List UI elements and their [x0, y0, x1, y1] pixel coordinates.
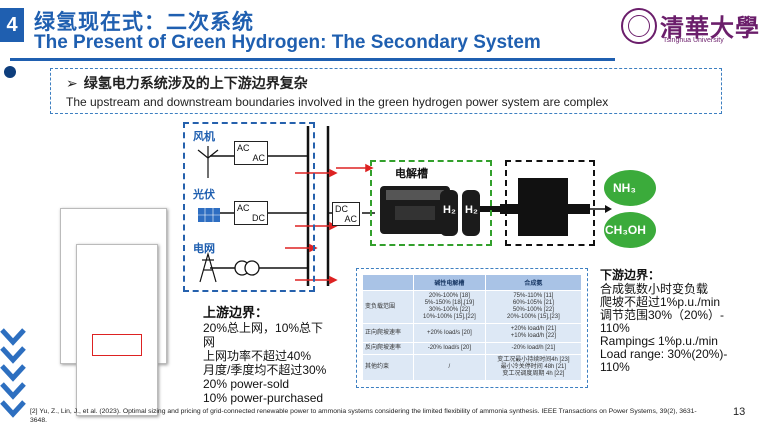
table-row: 变负载范围 20%-100% [18] 5%-150% [18],[19] 30…: [363, 291, 582, 324]
highlight-box: [92, 334, 142, 356]
title-underline: [10, 58, 615, 61]
electrolyzer-frame: [370, 160, 492, 246]
comparison-table: 碱性电解槽 合成氨 变负载范围 20%-100% [18] 5%-150% [1…: [362, 274, 582, 381]
decorative-chevrons-icon: [0, 300, 26, 428]
table-header: 碱性电解槽: [414, 275, 486, 291]
university-seal-inner-icon: [628, 15, 650, 37]
electrolyzer-converter-ac: AC: [344, 214, 357, 224]
underline-dot: [4, 66, 16, 78]
h2-label-1: H₂: [443, 204, 456, 216]
h2-label-2: H₂: [465, 204, 478, 216]
wind-converter-ac: AC: [237, 143, 250, 153]
table-cell: +20% load/s [20]: [414, 324, 486, 343]
callout-arrow-icon: ➢: [66, 75, 78, 91]
table-cell: 20%-100% [18] 5%-150% [18],[19] 30%-100%…: [414, 291, 486, 324]
upstream-line: 月度/季度均不超过30%: [203, 363, 331, 377]
callout-heading: ➢ 绿氢电力系统涉及的上下游边界复杂: [66, 73, 308, 93]
table-row: 其他约束 / 变工况最小持续时间4h [23] 最小冷关停时间 48h [21]…: [363, 355, 582, 381]
page-number: 13: [733, 406, 745, 418]
downstream-title: 下游边界：: [600, 266, 760, 283]
downstream-boundary: 下游边界： 合成氨数小时变负载 爬坡不超过1%p.u./min 调节范围30%（…: [600, 266, 760, 396]
solar-converter: AC DC: [234, 201, 268, 225]
upstream-title: 上游边界：: [203, 302, 331, 321]
downstream-line: 110%: [600, 361, 760, 374]
ch3oh-label: CH₃OH: [605, 223, 646, 237]
table-header-row: 碱性电解槽 合成氨: [363, 275, 582, 291]
table-row: 反向爬坡速率 -20% load/s [20] -20% load/h [21]: [363, 343, 582, 355]
electrolyzer-converter-dc: DC: [335, 204, 348, 214]
page-title-en: The Present of Green Hydrogen: The Secon…: [34, 32, 541, 54]
table-cell: 变负载范围: [363, 291, 414, 324]
callout-text: The upstream and downstream boundaries i…: [66, 95, 608, 109]
citation: [2] Yu, Z., Lin, J., et al. (2023). Opti…: [30, 407, 710, 425]
table-cell: 75%-110% [11] 60%-105% [21] 50%-100% [22…: [485, 291, 581, 324]
nh3-label: NH₃: [613, 181, 636, 195]
table-cell: 反向爬坡速率: [363, 343, 414, 355]
policy-document-image-2: [76, 244, 158, 416]
ammonia-frame: [505, 160, 595, 246]
table-header: 合成氨: [485, 275, 581, 291]
solar-converter-dc: AC: [237, 203, 250, 213]
table-cell: /: [414, 355, 486, 381]
table-cell: 其他约束: [363, 355, 414, 381]
upstream-line: 上网功率不超过40%: [203, 349, 331, 363]
electrolyzer-label: 电解槽: [395, 165, 428, 181]
university-name-en: Tsinghua University: [663, 37, 724, 44]
solar-converter-ac: DC: [252, 213, 265, 223]
table-cell: -20% load/s [20]: [414, 343, 486, 355]
table-cell: +20% load/h [21] +10% load/h [22]: [485, 324, 581, 343]
upstream-line: 10% power-purchased: [203, 391, 331, 405]
table-header: [363, 275, 414, 291]
upstream-line: 20%总上网，10%总下网: [203, 321, 331, 349]
slide-number: 4: [0, 8, 24, 42]
electrolyzer-converter: DC AC: [332, 202, 360, 226]
table-cell: -20% load/h [21]: [485, 343, 581, 355]
table-row: 正向爬坡速率 +20% load/s [20] +20% load/h [21]…: [363, 324, 582, 343]
wind-label: 风机: [193, 128, 215, 144]
table-cell: 变工况最小持续时间4h [23] 最小冷关停时间 48h [21] 变工况调度周…: [485, 355, 581, 381]
upstream-line: 20% power-sold: [203, 377, 331, 391]
wind-converter: AC AC: [234, 141, 268, 165]
upstream-boundary: 上游边界： 20%总上网，10%总下网 上网功率不超过40% 月度/季度均不超过…: [203, 302, 331, 394]
callout-heading-text: 绿氢电力系统涉及的上下游边界复杂: [84, 75, 308, 91]
wind-converter-ac2: AC: [252, 153, 265, 163]
solar-label: 光伏: [193, 186, 215, 202]
table-cell: 正向爬坡速率: [363, 324, 414, 343]
grid-label: 电网: [193, 240, 215, 256]
